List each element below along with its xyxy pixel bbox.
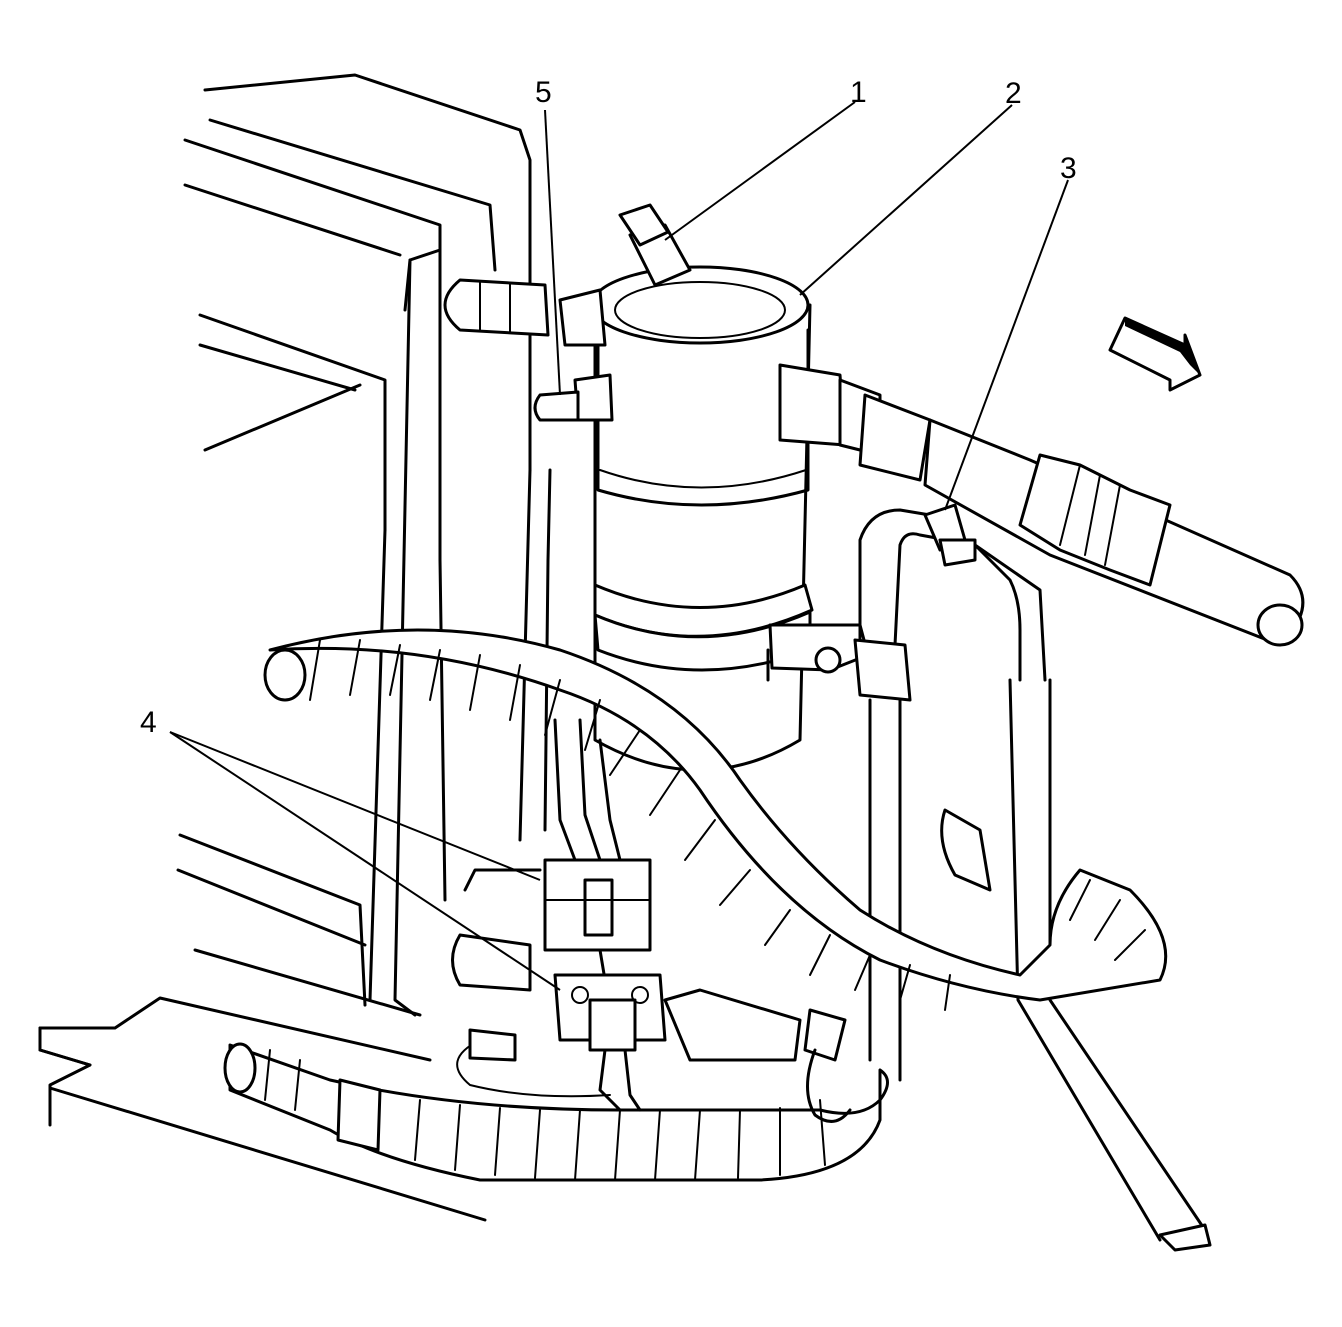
wiring-harness — [263, 628, 1168, 1011]
leader-3 — [944, 179, 1069, 511]
callout-5: 5 — [535, 76, 552, 109]
leader-1 — [664, 101, 856, 241]
leader-4a — [169, 731, 541, 881]
callout-1: 1 — [850, 76, 867, 109]
radiator-support-frame — [176, 73, 552, 1017]
callout-4: 4 — [140, 706, 157, 739]
forward-direction-arrow-icon — [1108, 316, 1202, 392]
callout-2: 2 — [1005, 77, 1022, 110]
outlet-hose — [778, 363, 1305, 647]
pressure-switch — [618, 203, 692, 287]
leader-4b — [169, 731, 561, 991]
leader-2 — [799, 104, 1013, 296]
accumulator — [590, 265, 870, 772]
callout-3: 3 — [1060, 152, 1077, 185]
callouts: 1 2 3 4 5 — [140, 76, 1077, 739]
leader-5 — [544, 109, 561, 396]
accumulator-inlet-fittings — [443, 278, 614, 422]
leader-lines — [169, 101, 1069, 991]
electrical-connector — [451, 718, 802, 1112]
service-port-line — [853, 503, 1212, 1252]
lower-harness — [223, 1028, 889, 1182]
harness-strap — [803, 1008, 852, 1123]
lower-bracket — [38, 996, 487, 1222]
